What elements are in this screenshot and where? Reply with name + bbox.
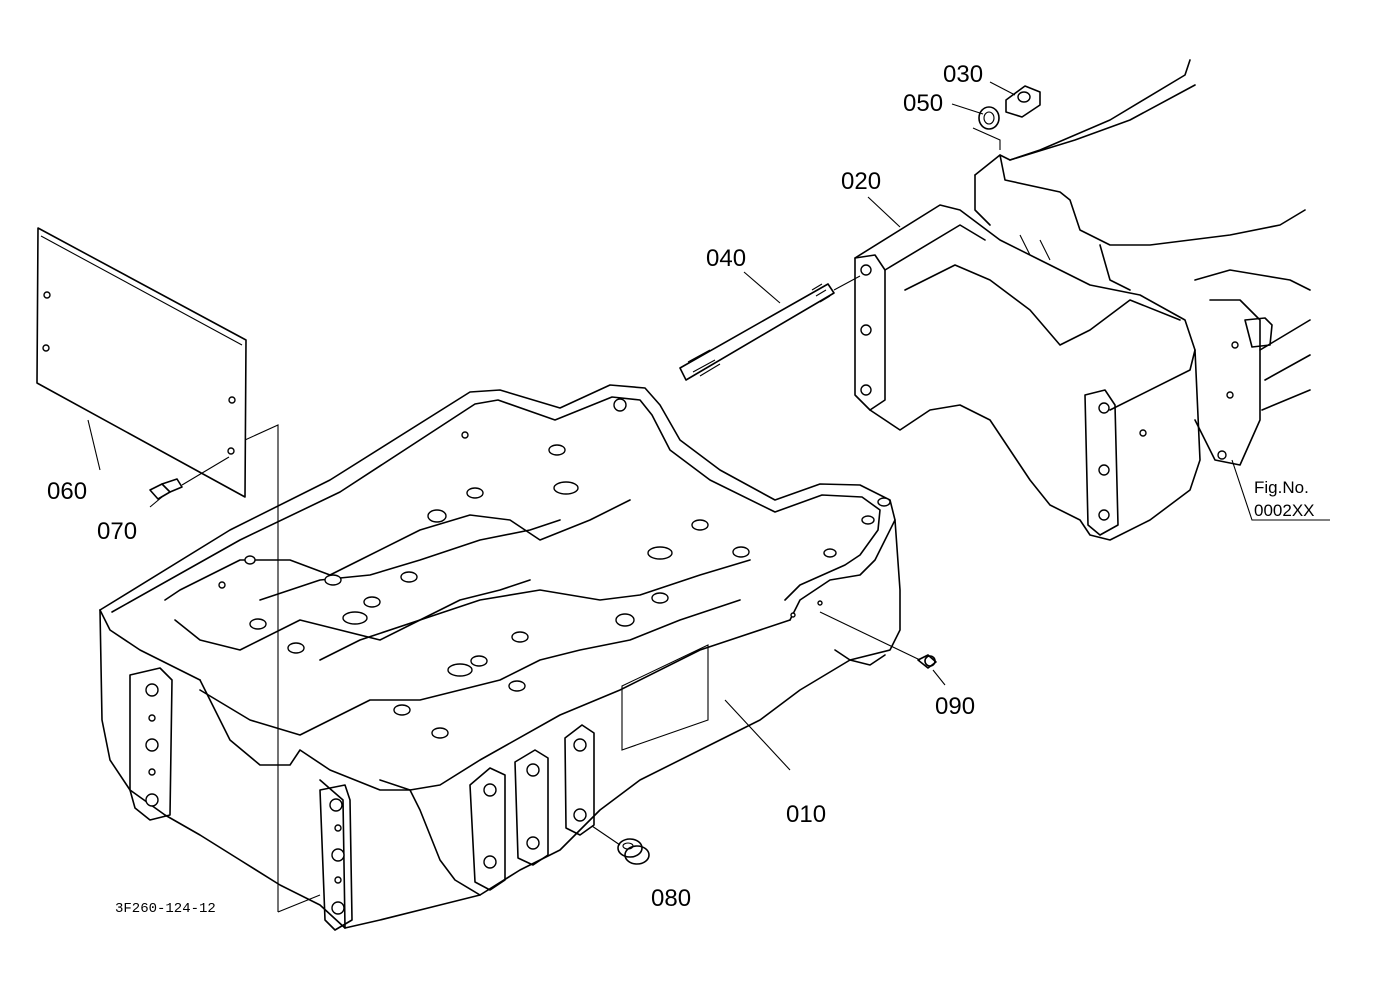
bracket-020 bbox=[854, 204, 1201, 541]
main-frame-010 bbox=[99, 384, 901, 931]
reference-assembly bbox=[974, 59, 1330, 521]
frame-bosses bbox=[218, 398, 891, 739]
plug-080 bbox=[617, 838, 650, 865]
fig-no-label: Fig.No. bbox=[1254, 478, 1309, 497]
bolt-070 bbox=[149, 456, 230, 500]
callout-020: 020 bbox=[841, 168, 881, 195]
callout-040: 040 bbox=[706, 245, 746, 272]
callout-060: 060 bbox=[47, 478, 87, 505]
callout-070: 070 bbox=[97, 518, 137, 545]
washer-050 bbox=[978, 106, 1000, 130]
callout-080: 080 bbox=[651, 885, 691, 912]
stud-040 bbox=[679, 275, 861, 381]
fig-no-value: 0002XX bbox=[1254, 501, 1315, 520]
drawing-code: 3F260-124-12 bbox=[115, 901, 216, 917]
callout-010: 010 bbox=[786, 801, 826, 828]
callout-090: 090 bbox=[935, 693, 975, 720]
nut-030 bbox=[1005, 85, 1041, 118]
callout-050: 050 bbox=[903, 90, 943, 117]
callout-030: 030 bbox=[943, 61, 983, 88]
leader-lines bbox=[87, 81, 1016, 846]
plug-090 bbox=[917, 654, 937, 669]
cover-plate-060 bbox=[36, 227, 247, 498]
